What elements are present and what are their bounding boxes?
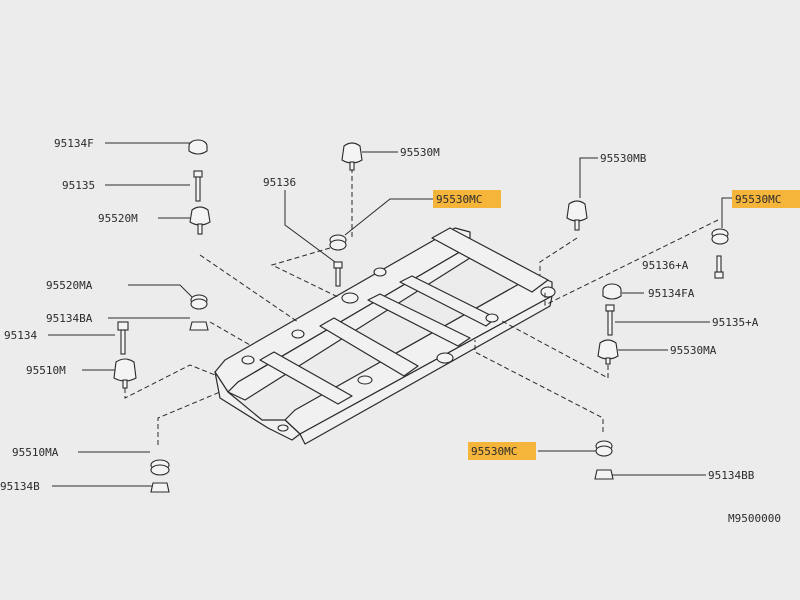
part-cap-95134f [188,139,208,155]
part-bolt-95136 [333,261,343,287]
label-95520ma: 95520MA [46,279,93,292]
part-cap-95134fa [602,283,622,300]
label-95136a: 95136+A [642,259,689,272]
highlight-95530mc-right [732,190,800,208]
part-insulator-95510m [113,358,137,389]
part-insulator-95530m [341,142,363,171]
label-95530mc-bottom: 95530MC [471,445,517,458]
leader-lines [48,142,732,487]
part-nut-95134bb [594,469,614,480]
part-bolt-95136a [714,255,724,279]
part-insulator-95530ma [597,339,619,365]
chassis-frame [214,227,556,445]
label-95136: 95136 [263,176,296,189]
label-95530m: 95530M [400,146,440,159]
part-bolt-95135a [605,304,615,336]
label-95134bb: 95134BB [708,469,755,482]
label-95134fa: 95134FA [648,287,695,300]
label-95510m: 95510M [26,364,66,377]
highlight-95530mc-bottom [468,442,536,460]
part-washer-95530mc-right [711,228,729,245]
label-95520m: 95520M [98,212,138,225]
figure-code: M9500000 [728,512,781,525]
label-95530ma: 95530MA [670,344,717,357]
part-washer-95530mc-bottom [595,440,613,457]
part-washer-95530mc-top [329,234,347,251]
label-95530mc-top: 95530MC [436,193,482,206]
label-95530mc-right: 95530MC [735,193,781,206]
part-bolt-95135 [193,170,203,202]
highlight-95530mc-top [433,190,501,208]
label-95135: 95135 [62,179,95,192]
part-washer-95520ma [190,294,208,310]
label-95134: 95134 [4,329,37,342]
label-95530mb: 95530MB [600,152,647,165]
label-95134b: 95134B [0,480,40,493]
part-washer-95510ma [150,459,170,476]
part-nut-95134b [150,482,170,493]
part-nut-95134ba [189,321,209,331]
mounting-guide-lines [124,168,719,445]
label-95134ba: 95134BA [46,312,93,325]
label-95134f: 95134F [54,137,94,150]
part-insulator-95520m [189,206,211,235]
part-bolt-95134 [117,321,129,355]
part-insulator-95530mb [566,200,588,231]
label-95135a: 95135+A [712,316,759,329]
label-95510ma: 95510MA [12,446,59,459]
